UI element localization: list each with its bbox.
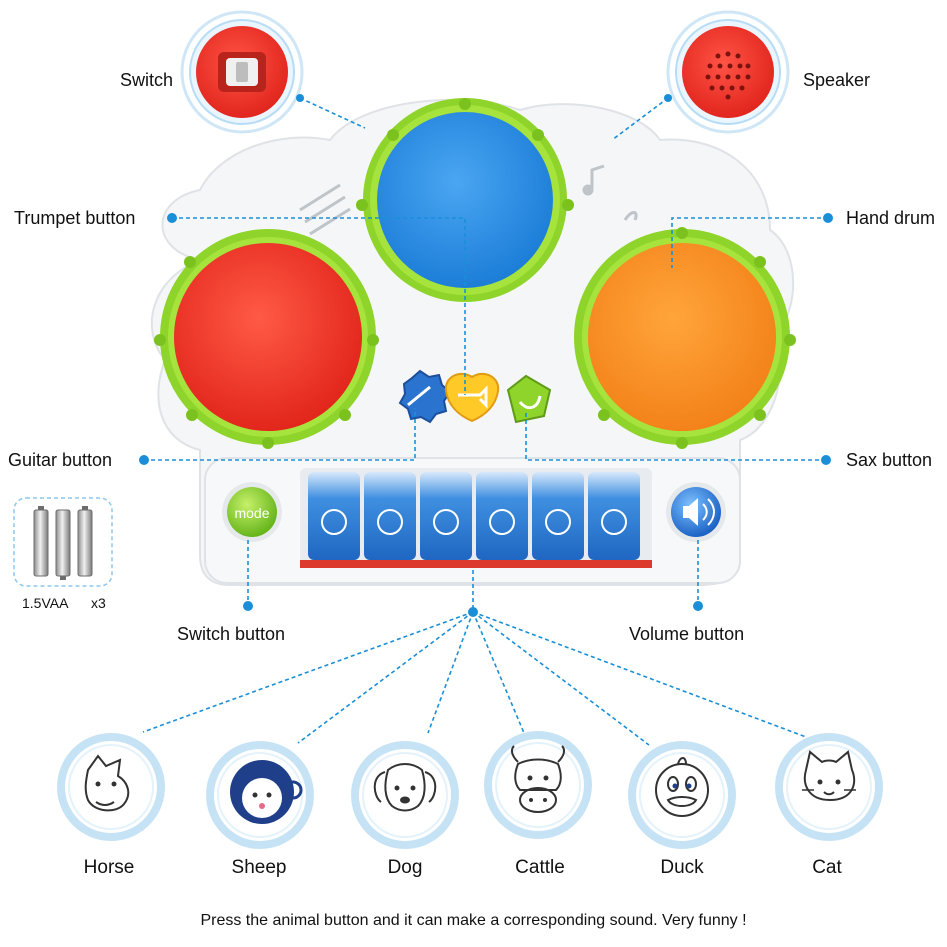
key-horse[interactable] — [308, 472, 360, 560]
label-sax-button: Sax button — [846, 450, 933, 470]
animal-label-sheep: Sheep — [231, 857, 287, 878]
drum-red[interactable] — [160, 229, 376, 445]
battery-box — [13, 497, 113, 587]
animal-circles — [57, 731, 883, 849]
label-trumpet-button: Trumpet button — [14, 208, 136, 228]
animal-label-horse: Horse — [83, 857, 135, 878]
label-hand-drum: Hand drum — [846, 208, 936, 228]
drum-orange[interactable] — [574, 229, 790, 445]
horse-icon — [57, 733, 165, 841]
label-guitar-button: Guitar button — [8, 450, 113, 470]
key-face-icons — [321, 509, 627, 535]
label-speaker: Speaker — [803, 70, 871, 90]
battery-count: x3 — [91, 595, 106, 611]
guitar-button[interactable] — [398, 369, 452, 424]
label-switch: Switch — [120, 70, 174, 90]
mode-label: mode — [234, 505, 269, 521]
volume-button[interactable] — [666, 482, 726, 542]
label-switch-button: Switch button — [177, 624, 286, 644]
key-sheep[interactable] — [364, 472, 416, 560]
callout-dots — [139, 94, 833, 617]
mode-button[interactable]: mode — [222, 482, 282, 542]
animal-keys — [300, 468, 652, 568]
switch-toggle[interactable] — [236, 62, 248, 82]
key-cattle[interactable] — [476, 472, 528, 560]
caption: Press the animal button and it can make … — [200, 912, 747, 929]
sax-button[interactable] — [506, 374, 552, 424]
animal-label-cattle: Cattle — [515, 857, 565, 878]
animal-label-dog: Dog — [387, 857, 423, 878]
drum-blue[interactable] — [363, 98, 567, 302]
dog-icon — [351, 741, 459, 849]
key-duck[interactable] — [532, 472, 584, 560]
sheep-icon — [206, 741, 314, 849]
key-dog[interactable] — [420, 472, 472, 560]
battery-icon — [33, 506, 93, 580]
key-cat[interactable] — [588, 472, 640, 560]
duck-icon — [628, 741, 736, 849]
battery-voltage: 1.5VAA — [22, 595, 69, 611]
trumpet-button[interactable] — [444, 372, 500, 423]
callout-lines — [142, 97, 828, 746]
drum-rim-bolts — [154, 98, 796, 449]
animal-label-duck: Duck — [660, 857, 704, 878]
speaker-inset — [666, 10, 790, 134]
switch-inset — [180, 10, 304, 134]
cattle-icon — [484, 731, 592, 839]
music-note-decoration — [299, 164, 638, 236]
speaker-grille-icon — [705, 51, 751, 100]
label-volume-button: Volume button — [629, 624, 745, 644]
cat-icon — [775, 733, 883, 841]
animal-label-cat: Cat — [812, 857, 842, 878]
